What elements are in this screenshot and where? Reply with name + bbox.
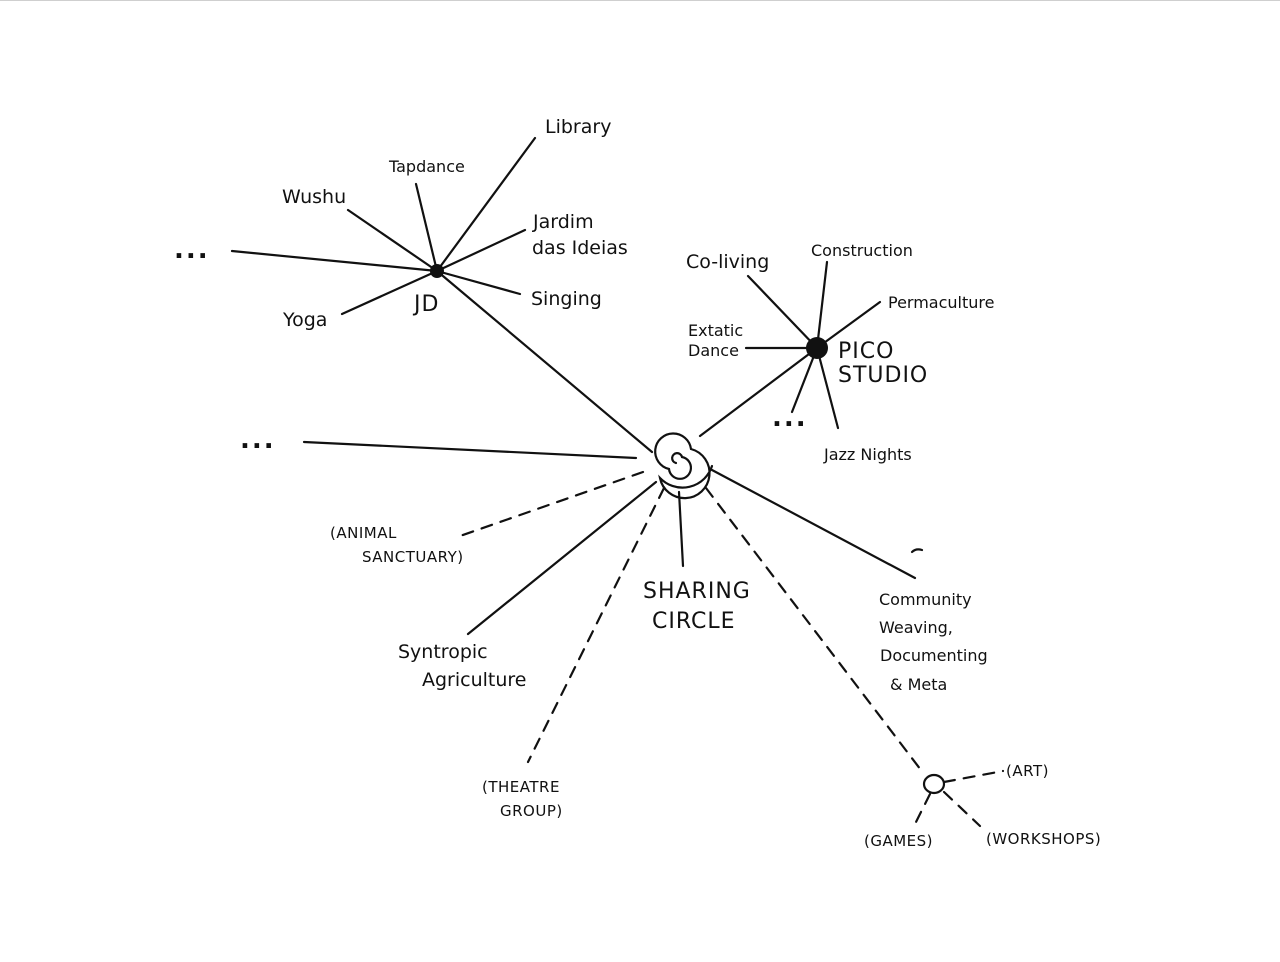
pico-hub-node (806, 337, 828, 359)
edge-center-sharing (677, 490, 685, 568)
community-label-line3: Documenting (880, 646, 988, 665)
small-hub-node (922, 773, 946, 795)
edge-jd-tapdance (414, 182, 439, 273)
pico-edges (698, 260, 882, 438)
edge-jd-yoga (340, 269, 439, 316)
coliving-label: Co-living (686, 251, 769, 273)
edge-pico-construction (815, 260, 829, 350)
syntropic-label-line2: Agriculture (422, 669, 527, 691)
community-label-line4: & Meta (890, 675, 947, 694)
jazz-label: Jazz Nights (823, 445, 912, 464)
singing-label: Singing (531, 288, 602, 310)
pico-more-label: ... (772, 403, 808, 433)
edge-center-community (710, 468, 917, 580)
animal-label-line2: SANCTUARY) (362, 548, 464, 566)
edge-jd-singing (435, 269, 522, 296)
games-label: (GAMES) (864, 832, 933, 850)
stray-pen-mark (910, 548, 924, 554)
extatic-label-line1: Extatic (688, 321, 743, 340)
theatre-label-line2: GROUP) (500, 802, 563, 820)
sharing-circle-label-line2: CIRCLE (652, 609, 736, 634)
jd-hub-label: JD (412, 292, 439, 317)
jd-more-label: ... (174, 235, 210, 265)
edge-jd-jardim (435, 228, 527, 273)
edge-center-theatre (526, 486, 666, 764)
animal-label-line1: (ANIMAL (330, 524, 397, 542)
theatre-label-line1: (THEATRE (482, 778, 560, 796)
edge-center-smallhub (704, 486, 926, 776)
jd-edges (230, 136, 654, 454)
small-hub-edges (912, 769, 1005, 828)
edge-small-art (942, 769, 1005, 784)
yoga-label: Yoga (282, 309, 327, 331)
jardim-label-line1: Jardim (532, 211, 594, 233)
pico-hub-label-line1: PICO (838, 339, 894, 364)
tapdance-label: Tapdance (388, 157, 465, 176)
edge-jd-more (230, 249, 439, 273)
center-edges (302, 440, 926, 776)
edge-pico-coliving (746, 274, 819, 350)
community-label-line1: Community (879, 590, 972, 609)
edge-pico-more (790, 346, 819, 414)
wushu-label: Wushu (282, 186, 346, 208)
edge-pico-center (698, 346, 819, 438)
workshops-label: (WORKSHOPS) (986, 830, 1101, 848)
permaculture-label: Permaculture (888, 293, 994, 312)
edge-small-games (912, 792, 932, 828)
jd-hub-node (430, 264, 444, 278)
construction-label: Construction (811, 241, 913, 260)
extatic-label-line2: Dance (688, 341, 739, 360)
art-label: (ART) (1006, 762, 1049, 780)
spiral-center-icon (654, 432, 714, 500)
edge-center-animal (458, 470, 645, 538)
edge-pico-jazz (815, 346, 840, 430)
edge-jd-wushu (346, 208, 439, 273)
sharing-circle-label-line1: SHARING (643, 579, 751, 604)
edge-jd-center (435, 269, 654, 454)
edge-center-syntropic (466, 480, 658, 636)
edge-pico-permaculture (815, 300, 882, 350)
edge-center-more (302, 440, 638, 460)
syntropic-label-line1: Syntropic (398, 641, 488, 663)
jardim-label-line2: das Ideias (532, 237, 628, 259)
community-label-line2: Weaving, (879, 618, 953, 637)
pico-hub-label-line2: STUDIO (838, 363, 928, 388)
edge-jd-library (435, 136, 537, 273)
library-label: Library (545, 116, 611, 138)
center-more-label: ... (240, 425, 276, 455)
edge-small-workshops (942, 790, 982, 828)
paper-top-edge (0, 0, 1280, 1)
